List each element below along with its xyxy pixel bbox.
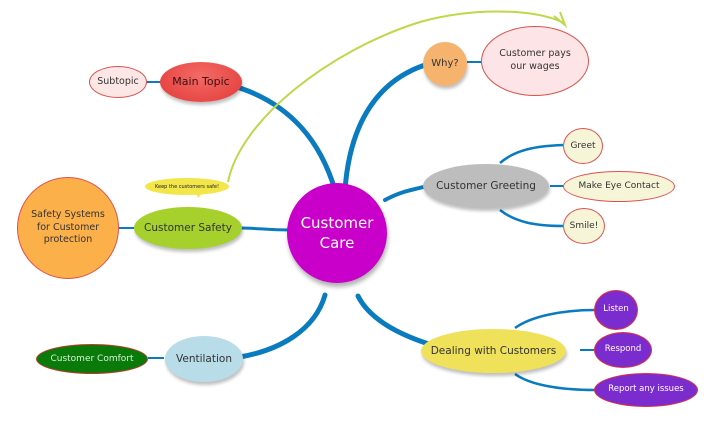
safety-systems-line3: protection bbox=[43, 234, 93, 246]
connector-greet bbox=[499, 143, 564, 164]
node-listen[interactable]: Listen bbox=[594, 290, 638, 330]
greeting-label: Customer Greeting bbox=[436, 179, 536, 192]
listen-label: Listen bbox=[603, 304, 629, 315]
safety-systems-line1: Safety Systems bbox=[31, 208, 105, 220]
safety-label: Customer Safety bbox=[144, 221, 232, 234]
node-subtopic[interactable]: Subtopic bbox=[89, 66, 147, 98]
node-greet[interactable]: Greet bbox=[563, 128, 603, 164]
connector-main-topic bbox=[237, 85, 338, 193]
connector-why bbox=[342, 62, 428, 193]
greet-label: Greet bbox=[570, 140, 596, 151]
connector-dealing bbox=[355, 293, 435, 348]
node-customer-safety[interactable]: Customer Safety bbox=[134, 207, 242, 249]
callout-label: Keep the customers safe! bbox=[155, 183, 219, 190]
ventilation-label: Ventilation bbox=[176, 352, 232, 365]
node-customer-comfort[interactable]: Customer Comfort bbox=[36, 344, 148, 374]
central-label-line1: Customer bbox=[300, 213, 374, 232]
node-smile[interactable]: Smile! bbox=[563, 208, 605, 244]
relationship-arrow bbox=[227, 10, 563, 183]
node-customer-pays-wages[interactable]: Customer pays our wages bbox=[481, 26, 589, 96]
node-ventilation[interactable]: Ventilation bbox=[165, 336, 243, 382]
smile-label: Smile! bbox=[569, 220, 599, 231]
node-make-eye-contact[interactable]: Make Eye Contact bbox=[563, 171, 675, 202]
dealing-label: Dealing with Customers bbox=[430, 344, 557, 357]
central-label-line2: Care bbox=[319, 234, 355, 252]
connector-ventilation bbox=[237, 292, 328, 360]
node-respond[interactable]: Respond bbox=[594, 332, 652, 368]
node-dealing-with-customers[interactable]: Dealing with Customers bbox=[421, 329, 566, 373]
eye-contact-label: Make Eye Contact bbox=[578, 181, 660, 192]
wages-label-line2: our wages bbox=[510, 61, 560, 72]
node-report-any-issues[interactable]: Report any issues bbox=[594, 373, 698, 407]
node-why[interactable]: Why? bbox=[423, 42, 467, 86]
wages-label-line1: Customer pays bbox=[499, 48, 571, 60]
callout-keep-customers-safe[interactable]: Keep the customers safe! bbox=[145, 178, 229, 195]
report-label: Report any issues bbox=[608, 384, 684, 395]
connector-safety bbox=[239, 226, 291, 232]
main-topic-label: Main Topic bbox=[172, 74, 230, 88]
node-safety-systems[interactable]: Safety Systems for Customer protection bbox=[17, 177, 119, 279]
why-label: Why? bbox=[431, 58, 459, 70]
comfort-label: Customer Comfort bbox=[50, 353, 134, 364]
node-customer-greeting[interactable]: Customer Greeting bbox=[423, 164, 549, 208]
subtopic-label: Subtopic bbox=[97, 75, 139, 87]
safety-systems-line2: for Customer bbox=[36, 221, 100, 233]
central-topic[interactable]: Customer Care bbox=[287, 183, 387, 283]
node-main-topic[interactable]: Main Topic bbox=[160, 62, 242, 102]
respond-label: Respond bbox=[604, 344, 642, 355]
connector-greeting bbox=[383, 184, 430, 202]
relationship-arrowhead bbox=[553, 11, 568, 29]
connector-smile bbox=[499, 209, 564, 228]
connector-listen bbox=[514, 308, 596, 330]
connector-report bbox=[514, 372, 596, 392]
